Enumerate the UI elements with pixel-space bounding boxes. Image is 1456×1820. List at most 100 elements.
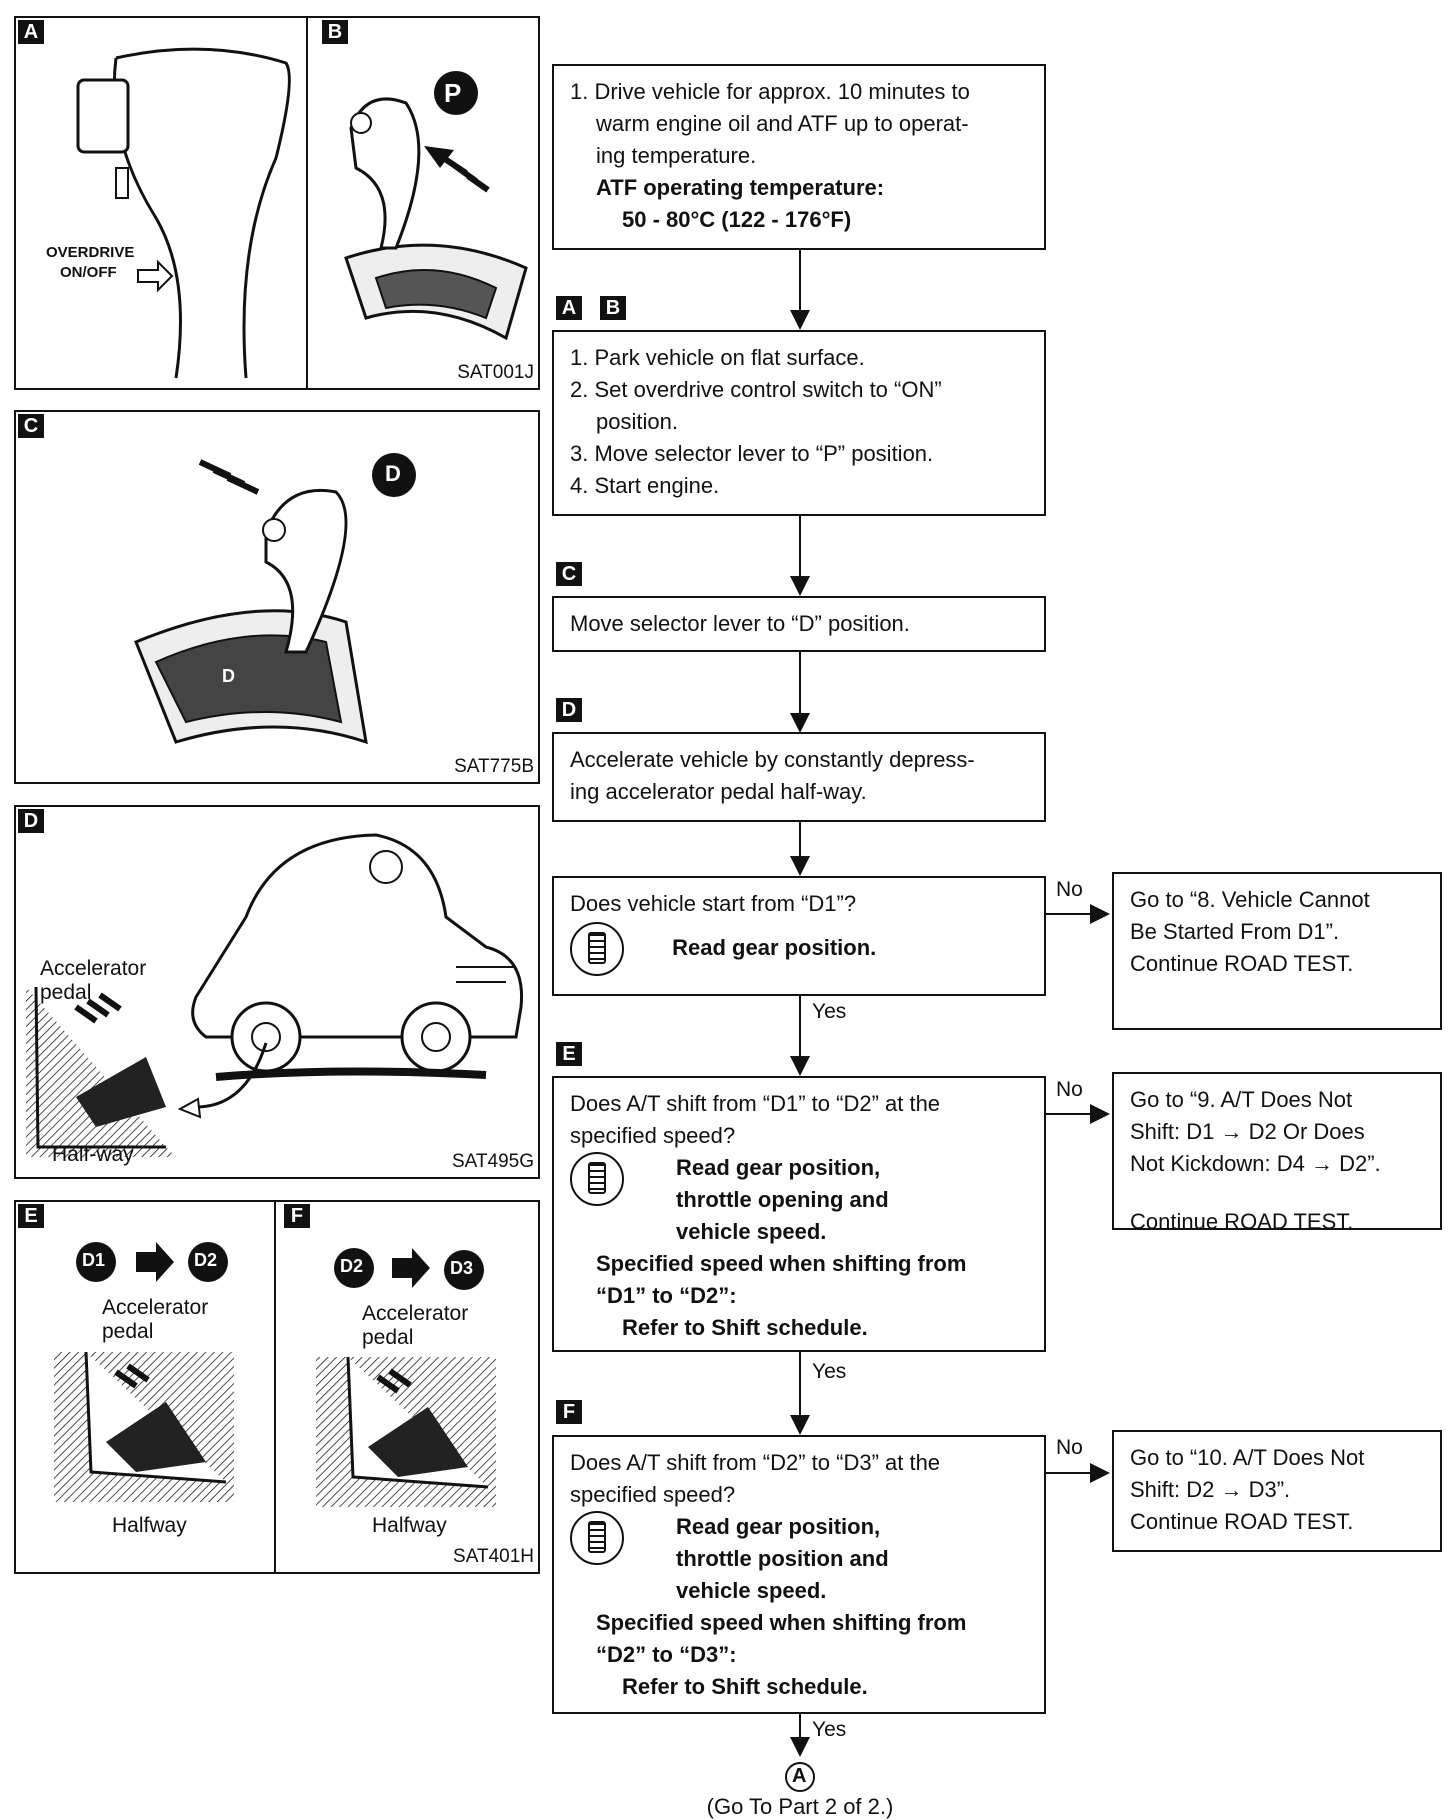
step-4-box: Accelerate vehicle by constantly depress…: [552, 732, 1046, 822]
step-2-box: 1. Park vehicle on flat surface. 2. Set …: [552, 330, 1046, 516]
q2-target-line-2: Shift: D1 → D2 Or Does: [1130, 1119, 1365, 1144]
accelerator-label-f: Accelerator: [362, 1302, 469, 1325]
question-3-box: Does A/T shift from “D2” to “D3” at the …: [552, 1435, 1046, 1714]
question-2-line-2: specified speed?: [570, 1123, 736, 1148]
question-2-line-7: “D1” to “D2”:: [596, 1283, 737, 1308]
figure-tag-a: A: [18, 20, 44, 44]
question-1-box: Does vehicle start from “D1”? Read gear …: [552, 876, 1046, 996]
halfway-label-e: Halfway: [112, 1514, 187, 1537]
step-2-line-5: 4. Start engine.: [570, 473, 720, 498]
q2-target-line-3: Not Kickdown: D4 → D2”.: [1130, 1151, 1381, 1176]
flow-tag-d: D: [556, 698, 582, 722]
pedal-label-f: pedal: [362, 1326, 414, 1349]
p-badge: P: [444, 78, 462, 108]
q1-target-line-1: Go to “8. Vehicle Cannot: [1130, 887, 1370, 912]
figure-code: SAT495G: [451, 1151, 534, 1172]
shift-lever-icon: [134, 453, 416, 745]
d-badge: D: [385, 461, 401, 486]
question-2-line-4: throttle opening and: [676, 1187, 889, 1212]
question-1-no: No: [1056, 878, 1083, 901]
flow-tag-f: F: [556, 1400, 582, 1424]
step-1-line-1: 1. Drive vehicle for approx. 10 minutes …: [570, 79, 970, 104]
step-2-line-1: 1. Park vehicle on flat surface.: [570, 345, 865, 370]
question-1-yes: Yes: [812, 1000, 847, 1023]
question-2-line-1: Does A/T shift from “D1” to “D2” at the: [570, 1091, 941, 1116]
question-2-yes: Yes: [812, 1360, 847, 1383]
gear-position-meter-icon: [570, 1152, 624, 1206]
question-2-line-3: Read gear position,: [676, 1155, 881, 1180]
flow-tag-a: A: [556, 296, 582, 320]
step-1-line-2: warm engine oil and ATF up to operat-: [596, 111, 969, 136]
question-3-line-7: “D2” to “D3”:: [596, 1642, 737, 1667]
question-3-yes: Yes: [812, 1718, 847, 1741]
step-3-box: Move selector lever to “D” position.: [552, 596, 1046, 652]
question-1-line-1: Does vehicle start from “D1”?: [570, 891, 857, 916]
figure-ab: A B OVERDRIVE ON/OFF P SAT001J: [14, 16, 540, 390]
f-from-badge: D2: [340, 1256, 364, 1276]
figure-c: C D D SAT775B: [14, 410, 540, 784]
figure-divider: [306, 18, 308, 388]
question-3-line-5: vehicle speed.: [676, 1578, 827, 1603]
step-2-line-2: 2. Set overdrive control switch to “ON”: [570, 377, 942, 402]
question-2-line-6: Specified speed when shifting from: [596, 1251, 967, 1276]
q3-target-line-1: Go to “10. A/T Does Not: [1130, 1445, 1365, 1470]
accelerator-label-e: Accelerator: [102, 1296, 209, 1319]
e-to-badge: D2: [194, 1250, 218, 1270]
step-2-line-4: 3. Move selector lever to “P” position.: [570, 441, 934, 466]
halfway-label: Half-way: [52, 1143, 134, 1166]
accelerator-label: Accelerator: [40, 957, 147, 980]
atf-temp-value: 50 - 80°C (122 - 176°F): [622, 207, 852, 232]
q1-target-line-3: Continue ROAD TEST.: [1130, 951, 1354, 976]
q1-target-line-2: Be Started From D1”.: [1130, 919, 1340, 944]
figure-code: SAT401H: [453, 1546, 534, 1567]
figure-code: SAT001J: [457, 362, 534, 383]
flow-tag-e: E: [556, 1042, 582, 1066]
question-3-no-target: Go to “10. A/T Does Not Shift: D2 → D3”.…: [1112, 1430, 1442, 1552]
shift-lever-icon: [76, 47, 528, 379]
question-3-line-2: specified speed?: [570, 1482, 736, 1507]
question-2-line-8: Refer to Shift schedule.: [622, 1315, 868, 1340]
accelerator-pedal-icon: [54, 1351, 234, 1502]
q2-target-line-1: Go to “9. A/T Does Not: [1130, 1087, 1353, 1112]
overdrive-onoff-label: ON/OFF: [60, 264, 117, 281]
accelerator-pedal-icon: [26, 986, 176, 1157]
q2-target-line-4: Continue ROAD TEST.: [1130, 1209, 1354, 1234]
figure-tag-d: D: [18, 809, 44, 833]
question-3-line-8: Refer to Shift schedule.: [622, 1674, 868, 1699]
question-3-line-1: Does A/T shift from “D2” to “D3” at the: [570, 1450, 941, 1475]
flow-tag-b: B: [600, 296, 626, 320]
accelerator-pedal-icon: [316, 1356, 496, 1507]
question-1-line-2: Read gear position.: [672, 934, 877, 960]
overdrive-label: OVERDRIVE: [46, 244, 135, 261]
step-4-line-1: Accelerate vehicle by constantly depress…: [570, 747, 975, 772]
question-3-no: No: [1056, 1436, 1083, 1459]
figure-divider: [274, 1202, 276, 1572]
e-from-badge: D1: [82, 1250, 106, 1270]
connector-note: (Go To Part 2 of 2.): [706, 1794, 894, 1819]
step-2-line-3: position.: [596, 409, 678, 434]
pedal-label-e: pedal: [102, 1320, 154, 1343]
step-3-line-1: Move selector lever to “D” position.: [570, 611, 910, 636]
gear-position-meter-icon: [570, 922, 624, 976]
figure-code: SAT775B: [454, 756, 534, 777]
halfway-label-f: Halfway: [372, 1514, 447, 1537]
q3-target-line-2: Shift: D2 → D3”.: [1130, 1477, 1291, 1502]
flow-tag-c: C: [556, 562, 582, 586]
question-2-no: No: [1056, 1078, 1083, 1101]
car-icon: [26, 833, 524, 1157]
q3-target-line-3: Continue ROAD TEST.: [1130, 1509, 1354, 1534]
question-2-no-target: Go to “9. A/T Does Not Shift: D1 → D2 Or…: [1112, 1072, 1442, 1234]
step-1-line-3: ing temperature.: [596, 143, 757, 168]
atf-temp-label: ATF operating temperature:: [596, 175, 885, 200]
step-1-box: 1. Drive vehicle for approx. 10 minutes …: [552, 64, 1046, 250]
question-1-no-target: Go to “8. Vehicle Cannot Be Started From…: [1112, 872, 1442, 1030]
figure-tag-e: E: [18, 1204, 44, 1228]
question-3-line-6: Specified speed when shifting from: [596, 1610, 967, 1635]
figure-ef: E F D1 D2 D2 D3 Accelerator pedal Ac: [14, 1200, 540, 1574]
pedal-label: pedal: [40, 981, 92, 1004]
figure-tag-c: C: [18, 414, 44, 438]
f-to-badge: D3: [450, 1258, 474, 1278]
connector-label: A: [792, 1765, 807, 1787]
figure-tag-f: F: [284, 1204, 310, 1228]
